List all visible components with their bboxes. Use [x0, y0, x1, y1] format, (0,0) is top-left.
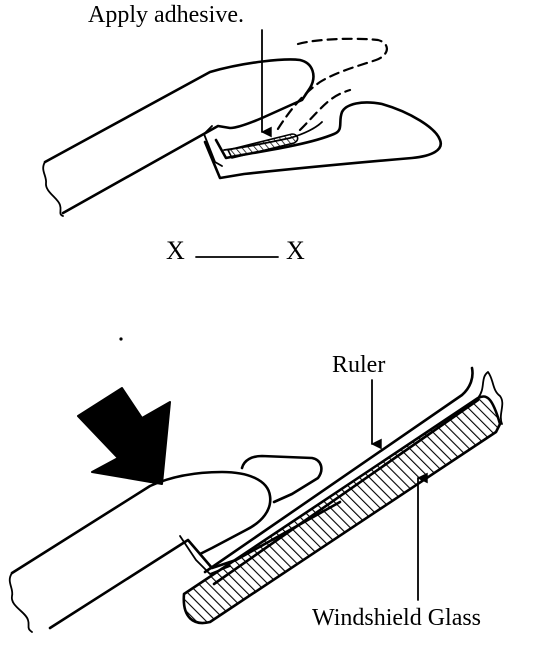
ruler-label: Ruler	[332, 352, 385, 378]
top-molding-section: Apply adhesive.	[42, 2, 443, 217]
apply-adhesive-label: Apply adhesive.	[88, 2, 244, 28]
top-molding-dashed	[274, 37, 388, 134]
windshield-glass-label: Windshield Glass	[312, 605, 481, 631]
top-molding-dashed-lower	[298, 88, 352, 132]
bottom-install-section: Ruler Windshield Glass	[8, 352, 504, 633]
section-mark-right: X	[286, 236, 305, 265]
top-panel-outline	[43, 58, 315, 215]
top-panel-return	[203, 125, 223, 167]
bottom-panel-outline	[10, 470, 272, 630]
top-adhesive-bead	[226, 133, 299, 159]
glass-broken-end	[477, 371, 504, 425]
bottom-panel-break-edge	[8, 572, 33, 633]
section-mark-left: X	[166, 236, 185, 265]
windshield-glass	[182, 395, 502, 625]
top-panel-break-edge	[42, 161, 64, 217]
section-mark: X X	[166, 236, 305, 265]
top-clip-outline	[203, 101, 443, 180]
stray-dot	[119, 337, 123, 341]
press-direction-arrow	[77, 387, 171, 485]
